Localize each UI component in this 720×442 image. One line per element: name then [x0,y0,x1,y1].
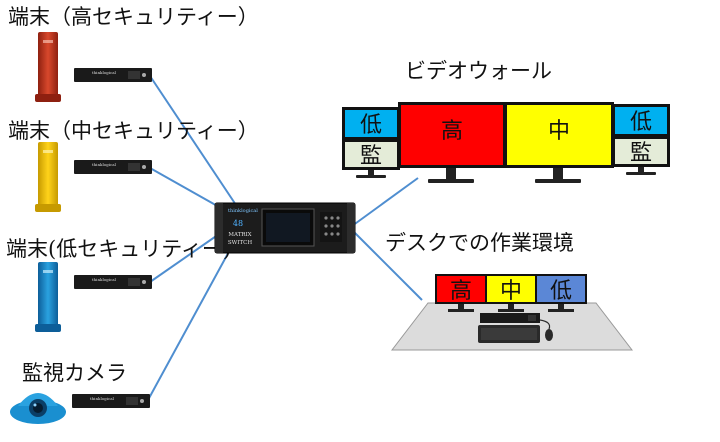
switch-ports: 48 [233,219,243,228]
wall-right-monitors: 低 監 [612,104,670,175]
wall-left-top-text: 低 [360,113,382,138]
desk-screen-high [437,276,485,302]
svg-text:thinklogical: thinklogical [92,277,117,282]
desk-screen2-text: 中 [500,279,522,304]
wall-left-monitors: 低 監 [342,107,400,178]
label-camera: 監視カメラ [22,361,127,385]
wall-center-left-text: 高 [441,119,463,144]
dome-camera-icon [10,393,66,424]
camera: thinklogical [10,393,150,424]
wall-center-left-monitor: 高 [398,102,506,183]
switch-line1: MATRIX [228,232,251,238]
label-video-wall: ビデオウォール [405,59,552,83]
tower-mid-icon [38,142,58,210]
svg-text:thinklogical: thinklogical [90,396,115,401]
wall-center-right-text: 中 [548,119,570,144]
cables [147,75,423,401]
svg-text:thinklogical: thinklogical [92,70,117,75]
label-desk: デスクでの作業環境 [385,231,574,255]
desk-extender-icon [480,313,540,323]
tower-high-icon [38,32,58,102]
wall-left-top-screen [345,110,397,137]
wall-center-right-monitor: 中 [504,102,614,183]
terminal-low: thinklogical [35,262,152,332]
desk-screen-mid [487,276,535,302]
wall-right-bottom-text: 監 [630,141,652,166]
terminal-high: thinklogical [35,32,152,102]
cable-terminal-low [149,231,223,283]
video-wall: 低 監 高 中 低 [342,102,670,183]
cable-desk [351,229,423,301]
desk-screen3-text: 低 [550,279,572,304]
cable-video-wall [351,177,419,227]
matrix-switch: thinklogical 48 MATRIX SWITCH [214,202,356,254]
cable-camera [147,245,233,401]
label-terminal-mid: 端末（中セキュリティー） [8,119,259,143]
terminal-mid: thinklogical [35,142,152,212]
switch-brand: thinklogical [228,208,258,214]
mouse-icon [545,329,553,341]
wall-right-bottom-screen [615,139,667,164]
desk-workstation: 高 中 低 [390,274,634,351]
wall-left-bottom-text: 監 [360,144,382,169]
switch-line2: SWITCH [228,240,252,246]
label-terminal-high: 端末（高セキュリティー） [8,5,259,29]
cable-terminal-high [149,75,239,209]
desk-screen1-text: 高 [450,279,472,304]
wall-right-top-text: 低 [630,110,652,135]
wall-left-bottom-screen [345,142,397,167]
desk-screen-low [537,276,585,302]
label-terminal-low: 端末(低セキュリティー) [6,237,231,261]
tower-low-icon [38,262,58,330]
wall-mid-screen [507,105,611,165]
svg-text:thinklogical: thinklogical [92,162,117,167]
wall-high-screen [401,105,503,165]
wall-right-top-screen [615,107,667,134]
